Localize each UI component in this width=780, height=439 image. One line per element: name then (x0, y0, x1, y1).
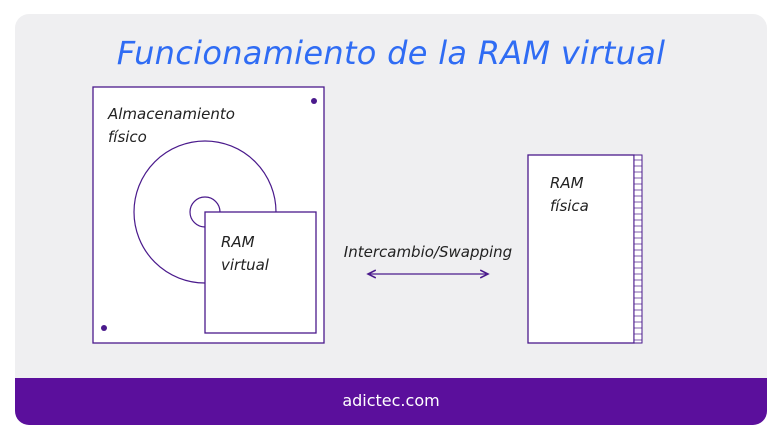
ram-contact-strip (633, 154, 643, 344)
virtual-ram-label-line2: virtual (221, 256, 270, 274)
swap-connector: Intercambio/Swapping (344, 243, 512, 274)
virtual-ram-box: RAM virtual (204, 211, 317, 334)
storage-dot-bottom-left (101, 325, 107, 331)
storage-label-line1: Almacenamiento (107, 105, 235, 123)
footer-bar: adictec.com (15, 378, 767, 425)
ram-contact-pins (634, 159, 642, 341)
storage-dot-top-right (311, 98, 317, 104)
page-title: Funcionamiento de la RAM virtual (116, 34, 666, 72)
physical-ram-label-line2: física (550, 197, 589, 215)
physical-ram-module: RAM física (527, 154, 643, 344)
storage-label-line2: físico (108, 128, 147, 146)
footer-site-link[interactable]: adictec.com (342, 391, 440, 410)
swap-label: Intercambio/Swapping (344, 243, 512, 261)
physical-ram-label-line1: RAM (550, 174, 584, 192)
virtual-ram-label-line1: RAM (221, 233, 255, 251)
